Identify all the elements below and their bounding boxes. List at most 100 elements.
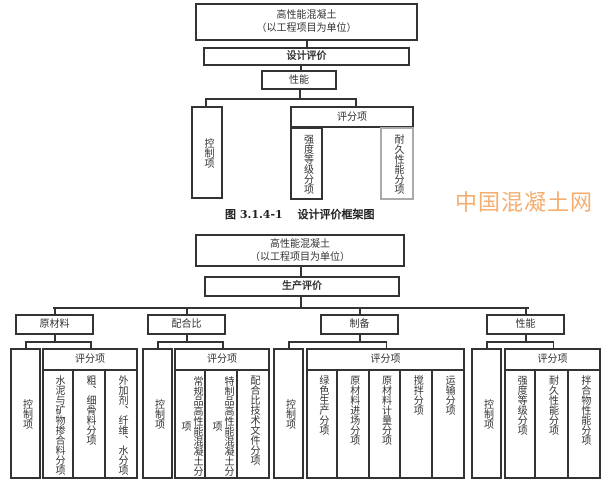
control-box: 控制项 [142, 348, 173, 479]
production-title-box-label: 生产评价 [282, 281, 322, 292]
score-item-box: 常规品高性能混凝土分项 [174, 369, 206, 479]
connector-line [525, 335, 527, 341]
score-item-box-label: 强度等级分项 [515, 375, 527, 435]
design-scoring-box-label: 评分项 [337, 111, 367, 123]
connector-line [300, 267, 302, 276]
design-control-box: 控制项 [191, 106, 223, 199]
scoring-box-label: 评分项 [207, 354, 237, 365]
group-box-2-label: 制备 [349, 319, 370, 330]
score-item-box: 水泥与矿物掺合料分项 [42, 369, 74, 479]
score-item-box-label: 常规品高性能混凝土分项 [179, 376, 202, 476]
scoring-box-label: 评分项 [537, 354, 568, 365]
score-item-box-label: 配合比技术文件分项 [248, 375, 259, 465]
connector-line [525, 307, 527, 314]
connector-line [552, 341, 554, 348]
design-item-box: 强度等级分项 [290, 127, 323, 200]
control-box: 控制项 [273, 348, 304, 479]
scoring-box: 评分项 [306, 348, 465, 371]
scoring-box: 评分项 [504, 348, 601, 371]
connector-line [359, 335, 361, 341]
score-item-box-label: 特制品高性能混凝土分项 [210, 376, 233, 476]
score-item-box-label: 原材料进场分项 [347, 375, 359, 445]
design-control-box-label: 控制项 [202, 137, 213, 168]
scoring-box-label: 评分项 [75, 354, 105, 365]
production-root-box-line: 高性能混凝土 [270, 238, 330, 250]
group-box-1: 配合比 [147, 314, 226, 335]
control-box: 控制项 [10, 348, 41, 479]
score-item-box: 配合比技术文件分项 [236, 369, 270, 479]
group-box-3: 性能 [486, 314, 565, 335]
connector-line [299, 90, 301, 98]
connector-line [486, 341, 553, 343]
control-box-label: 控制项 [20, 398, 32, 429]
connector-line [205, 98, 207, 106]
production-root-box-line: （以工程项目为单位） [250, 251, 350, 263]
score-item-box: 搅拌分项 [399, 369, 434, 479]
group-box-0: 原材料 [15, 314, 94, 335]
connector-line [90, 341, 92, 348]
score-item-box-label: 粗、细骨料分项 [84, 375, 95, 445]
score-item-box: 原材料计量分项 [367, 369, 402, 479]
connector-line [157, 341, 222, 343]
design-title-box-label: 设计评价 [286, 51, 327, 62]
connector-line [222, 341, 224, 348]
connector-line [486, 341, 488, 348]
connector-line [186, 307, 188, 314]
group-box-1-label: 配合比 [171, 319, 202, 330]
control-box: 控制项 [471, 348, 502, 479]
scoring-box-label: 评分项 [370, 354, 401, 365]
connector-line [25, 341, 27, 348]
group-box-2: 制备 [320, 314, 399, 335]
design-scoring-box: 评分项 [290, 106, 414, 128]
score-item-box: 原材料进场分项 [335, 369, 370, 479]
connector-line [288, 341, 290, 348]
group-box-0-label: 原材料 [39, 319, 70, 330]
connector-line [385, 341, 387, 348]
figure-caption: 图 3.1.4-1 设计评价框架图 [225, 208, 375, 221]
score-item-box-label: 耐久性能分项 [546, 375, 558, 435]
scoring-box: 评分项 [174, 348, 270, 371]
connector-line [186, 335, 188, 341]
score-item-box: 强度等级分项 [504, 369, 537, 479]
score-item-box-label: 外加剂、纤维、水分项 [116, 375, 127, 475]
score-item-box: 运输分项 [431, 369, 465, 479]
connector-line [25, 341, 90, 343]
design-root-box-line: （以工程项目为单位） [256, 23, 357, 34]
design-title-box: 设计评价 [203, 47, 410, 66]
connector-line [205, 98, 357, 100]
production-root-box: 高性能混凝土（以工程项目为单位） [195, 234, 405, 267]
control-box-label: 控制项 [152, 398, 164, 429]
production-title-box: 生产评价 [204, 276, 400, 297]
connector-line [355, 98, 357, 106]
connector-line [359, 307, 361, 314]
score-item-box: 绿色生产分项 [306, 369, 338, 479]
connector-line [54, 307, 56, 314]
score-item-box-label: 原材料计量分项 [379, 375, 391, 445]
design-category-box-label: 性能 [289, 74, 309, 86]
design-item-box: 耐久性能分项 [380, 127, 414, 200]
connector-line [306, 41, 308, 47]
score-item-box-label: 运输分项 [443, 375, 455, 415]
control-box-label: 控制项 [481, 398, 493, 429]
design-category-box: 性能 [261, 70, 337, 90]
connector-line [157, 341, 159, 348]
design-root-box-line: 高性能混凝土 [276, 10, 337, 21]
design-item-box-label: 强度等级分项 [301, 133, 313, 194]
watermark: 中国混凝土网 [455, 191, 594, 216]
connector-line [300, 66, 302, 70]
design-root-box: 高性能混凝土 （以工程项目为单位） [195, 3, 418, 41]
design-item-box-label: 耐久性能分项 [392, 133, 403, 194]
score-item-box: 粗、细骨料分项 [72, 369, 106, 479]
score-item-box-label: 水泥与矿物掺合料分项 [53, 375, 64, 475]
score-item-box: 外加剂、纤维、水分项 [104, 369, 138, 479]
score-item-box: 特制品高性能混凝土分项 [204, 369, 238, 479]
connector-line [288, 341, 386, 343]
control-box-label: 控制项 [283, 398, 295, 429]
group-box-3-label: 性能 [515, 319, 536, 330]
score-item-box: 拌合物性能分项 [566, 369, 601, 479]
connector-line [53, 307, 529, 309]
connector-line [54, 335, 56, 341]
score-item-box-label: 搅拌分项 [411, 375, 423, 415]
scoring-box: 评分项 [42, 348, 138, 371]
